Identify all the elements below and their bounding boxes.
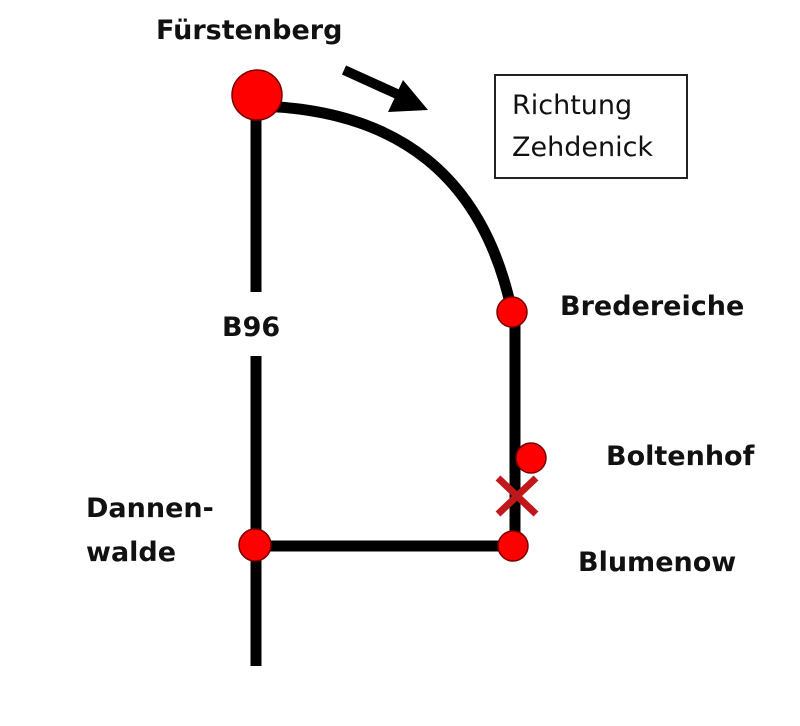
label-b96: B96 — [222, 312, 281, 343]
stop-boltenhof — [515, 442, 547, 474]
label-bredereiche: Bredereiche — [560, 291, 745, 322]
label-dannenwalde-line1: Dannen- — [86, 493, 214, 524]
direction-line-2: Zehdenick — [512, 132, 654, 163]
blocked-road-x-icon — [495, 475, 539, 517]
label-dannenwalde-line2: walde — [86, 537, 177, 568]
stop-fuerstenberg — [231, 69, 283, 121]
label-fuerstenberg: Fürstenberg — [156, 15, 343, 46]
direction-box: Richtung Zehdenick — [494, 74, 688, 179]
stop-bredereiche — [496, 296, 528, 328]
label-boltenhof: Boltenhof — [606, 441, 755, 472]
stop-blumenow — [497, 530, 529, 562]
direction-arrow-icon — [341, 65, 428, 112]
label-blumenow: Blumenow — [578, 547, 737, 578]
stop-dannenwalde — [238, 528, 272, 562]
direction-line-1: Richtung — [512, 90, 633, 121]
curved-road — [255, 100, 518, 314]
